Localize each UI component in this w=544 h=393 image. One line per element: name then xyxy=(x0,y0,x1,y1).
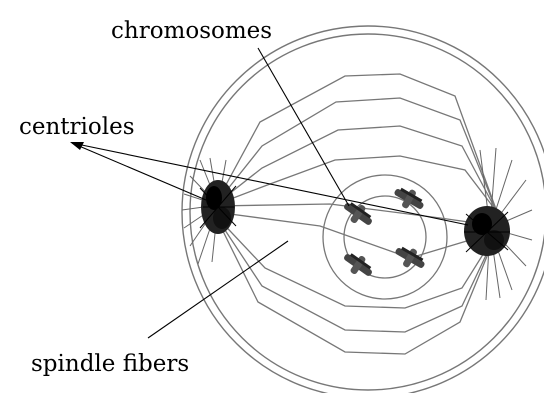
spindle-fiber-straight-2 xyxy=(215,212,470,258)
spindle-arc-upper-2 xyxy=(215,98,497,212)
chromosomes-leader xyxy=(258,48,349,206)
left-centriole xyxy=(200,180,236,234)
spindle-arc-upper-3 xyxy=(215,126,497,212)
centrioles-leader-right xyxy=(72,143,468,225)
chromosome-3 xyxy=(339,248,377,283)
right-centriole xyxy=(464,206,510,256)
spindle-arc-upper-4 xyxy=(215,156,497,212)
spindle-arc-lower-1 xyxy=(215,215,497,354)
spindle-fibers-label: spindle fibers xyxy=(31,351,189,377)
centrioles-label: centrioles xyxy=(19,114,135,140)
chromosomes-label: chromosomes xyxy=(111,18,272,44)
spindle-fibers-leader xyxy=(148,241,288,338)
centrioles-arrowheads xyxy=(70,142,84,150)
